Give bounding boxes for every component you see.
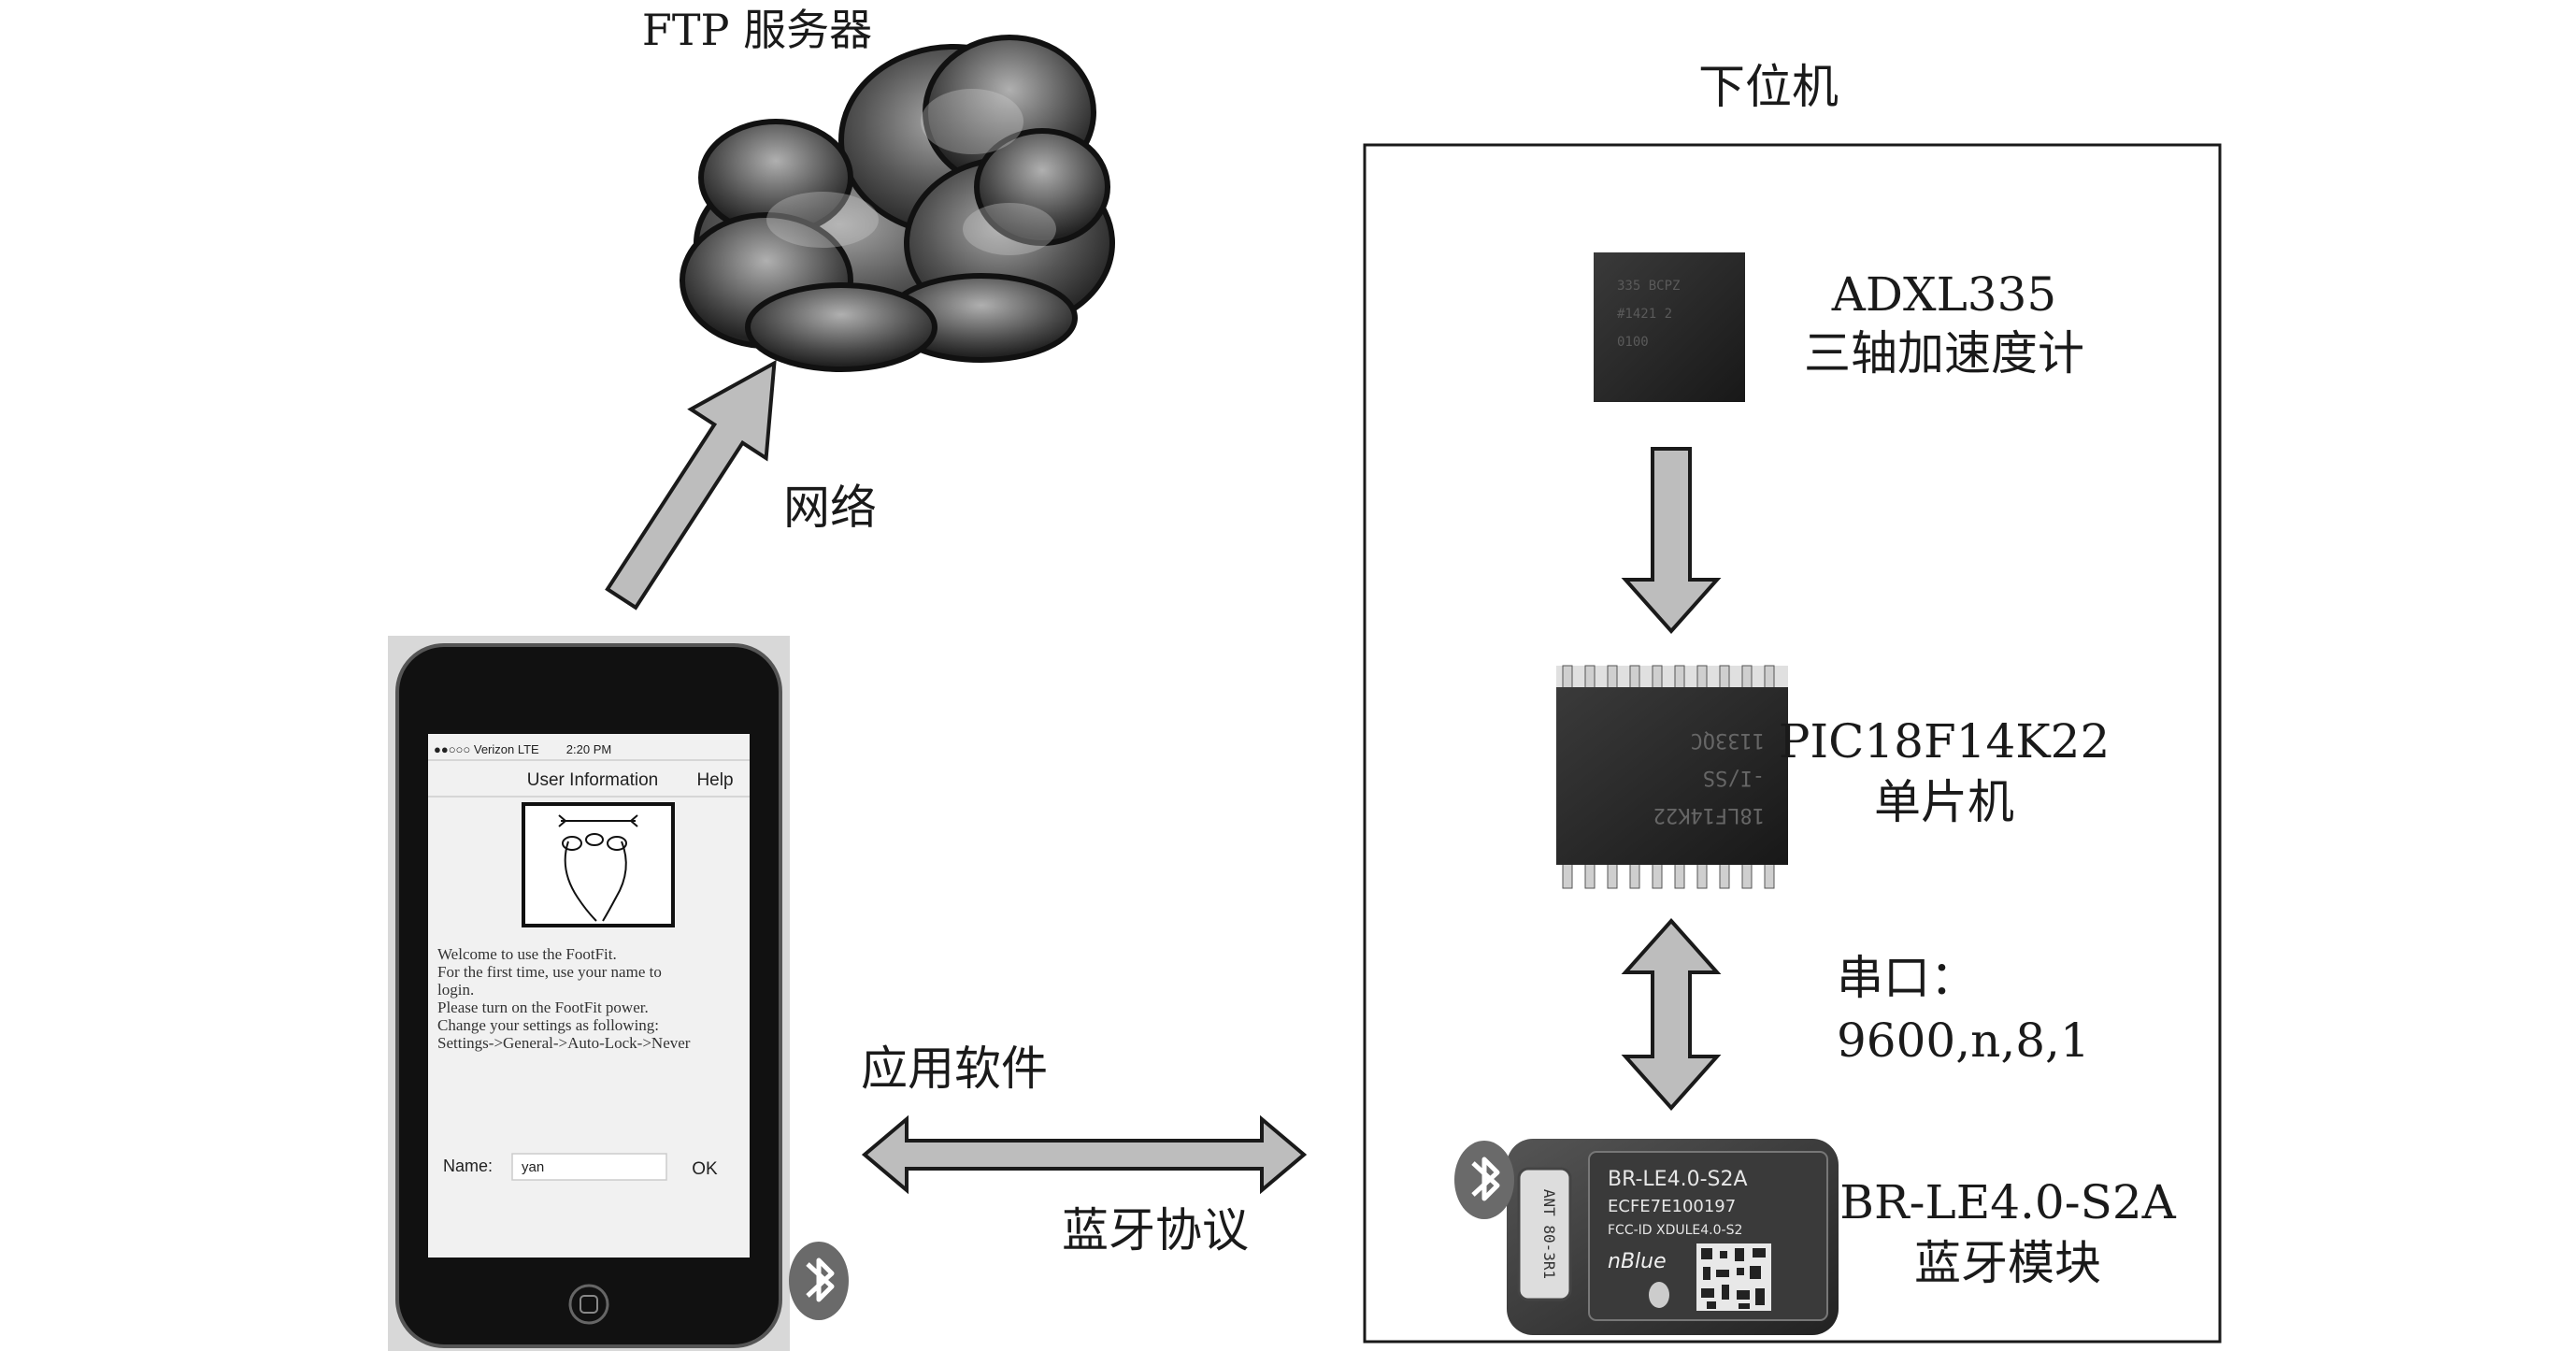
link-upper-label: 应用软件 xyxy=(861,1042,1048,1096)
device-box-title: 下位机 xyxy=(1698,60,1839,114)
welcome-line: Change your settings as following: xyxy=(437,1016,659,1034)
accelerometer-line1: ADXL335 xyxy=(1831,267,2056,322)
chip-print: FCC-ID XDULE4.0-S2 xyxy=(1608,1223,1742,1238)
ok-button[interactable]: OK xyxy=(692,1159,718,1179)
status-carrier: ●●○○○ Verizon LTE xyxy=(434,742,539,756)
chip-print: ECFE7E100197 xyxy=(1608,1197,1736,1216)
mcu-line2: 单片机 xyxy=(1874,775,2014,829)
welcome-line: Settings->General->Auto-Lock->Never xyxy=(437,1034,691,1052)
bluetooth-link-arrow xyxy=(861,1114,1308,1195)
name-label: Name: xyxy=(443,1157,493,1175)
svg-text:18LF14K22: 18LF14K22 xyxy=(1653,803,1765,826)
svg-text:#1421 2: #1421 2 xyxy=(1617,307,1672,322)
svg-text:1133QC: 1133QC xyxy=(1691,728,1765,752)
welcome-text: Welcome to use the FootFit. For the firs… xyxy=(437,945,691,1052)
bluetooth-module-line1: BR-LE4.0-S2A xyxy=(1839,1175,2176,1229)
mcu-chip: 18LF14K22 -I/SS 1133QC xyxy=(1556,665,1788,889)
welcome-line: For the first time, use your name to xyxy=(437,963,662,981)
welcome-line: login. xyxy=(437,981,474,999)
name-input[interactable] xyxy=(511,1153,667,1181)
accelerometer-line2: 三轴加速度计 xyxy=(1804,326,2084,381)
link-lower-label: 蓝牙协议 xyxy=(1062,1203,1249,1258)
svg-text:0100: 0100 xyxy=(1617,335,1649,350)
chip-print: BR-LE4.0-S2A xyxy=(1608,1168,1748,1191)
module-bluetooth-icon xyxy=(1454,1141,1514,1219)
serial-line2: 9600,n,8,1 xyxy=(1837,1013,2090,1068)
smartphone: ●●○○○ Verizon LTE 2:20 PM User Informati… xyxy=(388,636,790,1351)
chip-print: nBlue xyxy=(1608,1250,1667,1273)
network-arrow xyxy=(605,359,777,611)
bluetooth-icon xyxy=(789,1242,849,1320)
help-button[interactable]: Help xyxy=(696,770,733,790)
accel-to-mcu-arrow xyxy=(1621,447,1722,635)
device-box xyxy=(1363,143,2222,1344)
mcu-line1: PIC18F14K22 xyxy=(1779,714,2111,769)
bluetooth-module: ANT 80-3R1 BR-LE4.0-S2A ECFE7E100197 FCC… xyxy=(1507,1139,1839,1335)
foot-illustration xyxy=(522,802,675,927)
welcome-line: Welcome to use the FootFit. xyxy=(437,945,617,963)
nav-title: User Information xyxy=(527,770,658,790)
home-button[interactable] xyxy=(568,1284,609,1325)
name-input-value: yan xyxy=(522,1159,544,1175)
serial-arrow xyxy=(1621,917,1722,1112)
cloud-label: FTP 服务器 xyxy=(642,5,872,55)
svg-text:ANT 80-3R1: ANT 80-3R1 xyxy=(1540,1189,1558,1279)
bluetooth-module-line2: 蓝牙模块 xyxy=(1914,1236,2101,1290)
svg-text:335 BCPZ: 335 BCPZ xyxy=(1617,279,1680,294)
accelerometer-chip: 335 BCPZ #1421 2 0100 xyxy=(1594,252,1745,402)
svg-text:-I/SS: -I/SS xyxy=(1703,766,1765,789)
welcome-line: Please turn on the FootFit power. xyxy=(437,999,649,1016)
status-time: 2:20 PM xyxy=(566,742,611,756)
network-label: 网络 xyxy=(783,481,877,535)
ftp-server-cloud xyxy=(680,35,1115,372)
serial-line1: 串口： xyxy=(1837,951,1977,1005)
